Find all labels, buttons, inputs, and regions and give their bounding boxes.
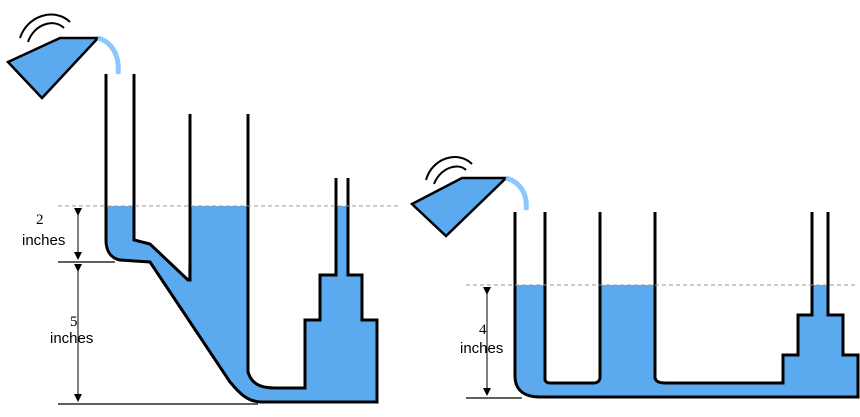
left-vessel-system: 2 inches 5 inches — [5, 13, 400, 405]
vessel-walls-right — [513, 212, 860, 399]
dim-right-unit: inches — [460, 340, 503, 357]
dim-right-value: 4 — [479, 322, 487, 338]
pitcher-pouring-icon — [409, 156, 529, 238]
dim-upper-unit: inches — [22, 232, 65, 249]
pitcher-pouring-icon — [5, 13, 121, 100]
dim-lower-unit: inches — [50, 330, 93, 347]
water-stream — [505, 175, 529, 211]
right-vessel-system: 4 inches — [409, 156, 860, 399]
dimension-guides-right — [466, 287, 522, 399]
water-stream — [97, 35, 121, 75]
vessel-walls-left — [104, 74, 379, 404]
dim-lower-value: 5 — [70, 314, 78, 330]
dimension-guides-left — [58, 208, 258, 405]
water-body-left — [106, 206, 377, 402]
dim-upper-value: 2 — [36, 212, 44, 228]
water-body-right — [515, 285, 858, 397]
